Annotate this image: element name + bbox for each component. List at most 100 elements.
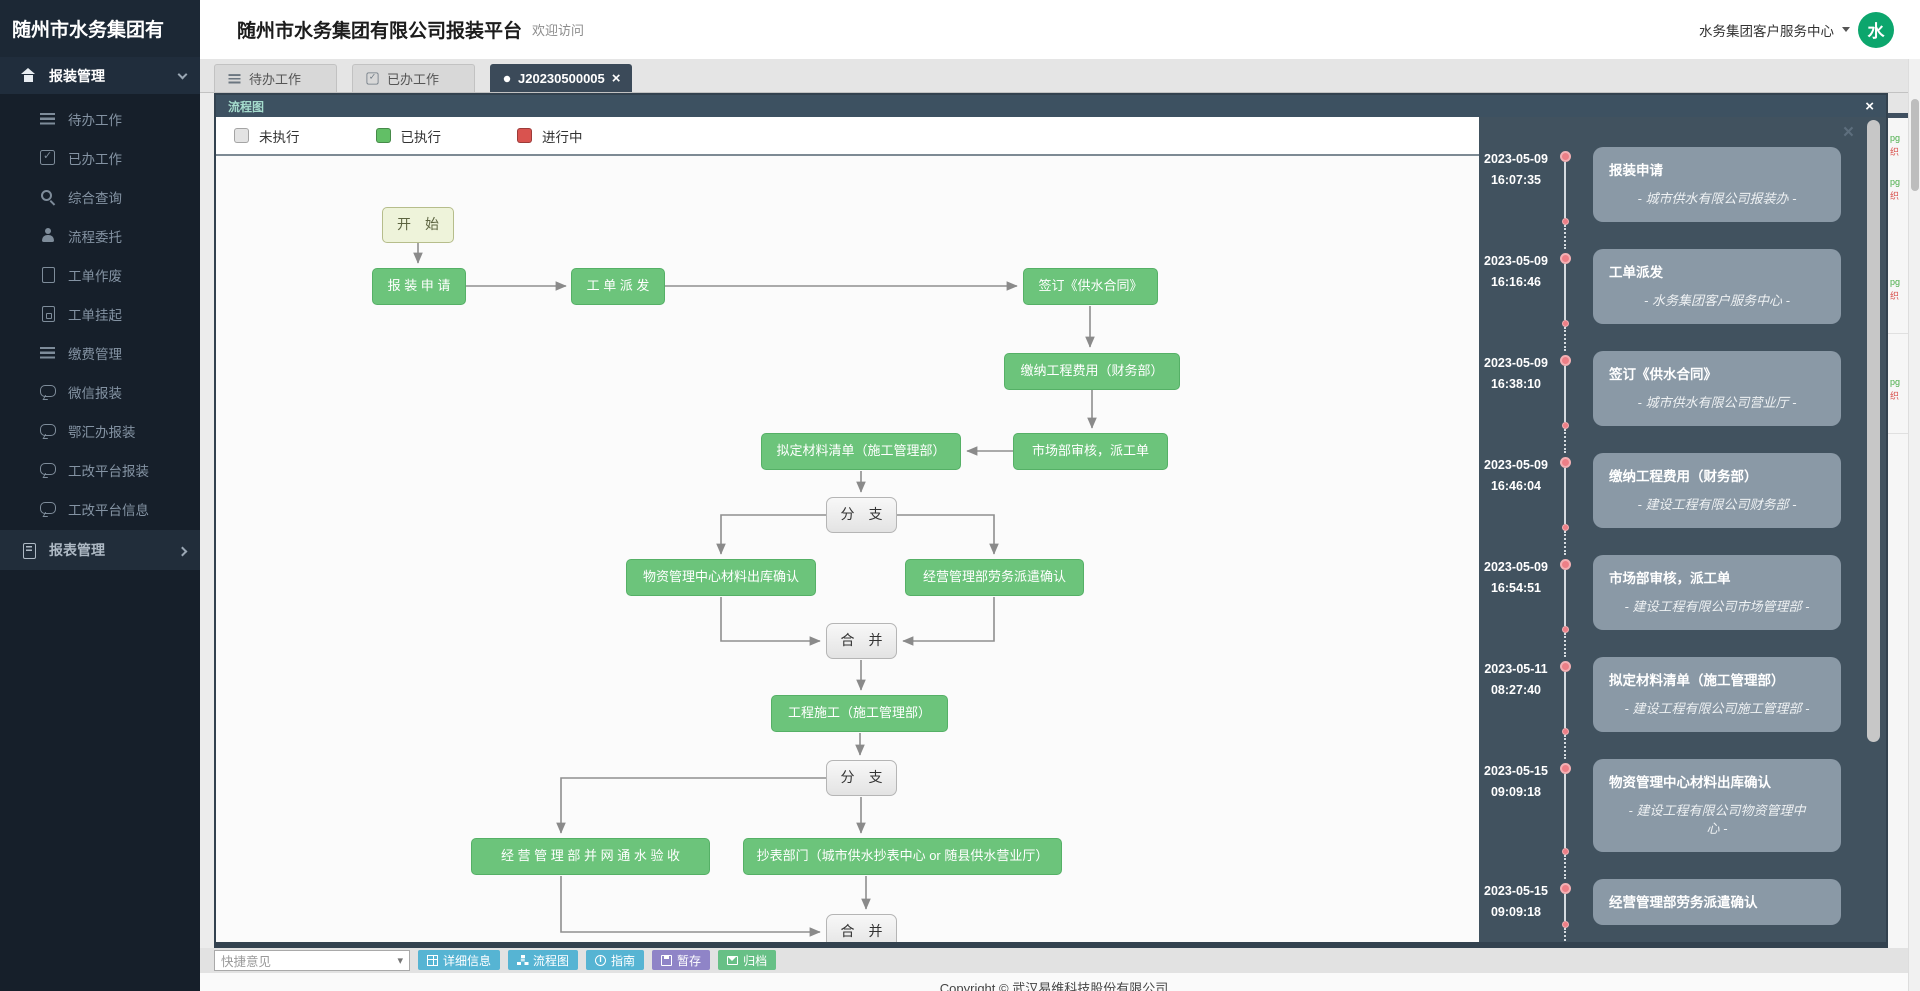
sidebar-item-label: 流程委托 [68,229,122,245]
timeline-time: 16:54:51 [1490,581,1542,595]
action-button[interactable]: 详细信息 [418,950,501,970]
timeline-card[interactable]: 市场部审核，派工单 - 建设工程有限公司市场管理部 - [1593,555,1841,630]
sidebar-item-label: 缴费管理 [68,346,122,362]
sidebar-item-icon [40,189,55,204]
sidebar-item[interactable]: 工单挂起 [0,294,200,333]
sidebar-item[interactable]: 流程委托 [0,216,200,255]
flow-node[interactable]: 抄表部门（城市供水抄表中心 or 随县供水营业厅） [743,838,1062,875]
sidebar-item-label: 鄂汇办报装 [68,424,136,440]
report-file-icon [21,542,36,559]
timeline-step-title: 工单派发 [1609,265,1663,280]
sidebar-group-report-management[interactable]: 报表管理 [0,530,200,570]
scrollbar-thumb[interactable] [1911,99,1919,191]
sidebar-item[interactable]: 微信报装 [0,372,200,411]
flow-node[interactable]: 市场部审核，派工单 [1013,433,1168,470]
flow-node[interactable]: 签订《供水合同》 [1023,268,1158,305]
sidebar: 随州市水务集团有 报装管理 待办工作 已办工作 综合查询 流程委托 [0,0,200,991]
page-scrollbar[interactable] [1908,59,1920,991]
timeline-timestamp: 2023-05-09 16:54:51 [1479,555,1553,657]
modal-titlebar: 流程图 × [216,95,1886,117]
copyright-text: Copyright © 武汉易维科技股份有限公司 [939,981,1169,991]
sidebar-group-install-management[interactable]: 报装管理 [0,57,200,94]
list-icon [228,73,241,85]
timeline-step-title: 缴纳工程费用（财务部） [1609,469,1758,484]
timeline-scrollbar[interactable] [1867,120,1880,742]
flow-node[interactable]: 合 并 [826,914,897,942]
timeline-card[interactable]: 工单派发 - 水务集团客户服务中心 - [1593,249,1841,324]
sidebar-item-label: 工改平台信息 [68,502,149,518]
flow-node[interactable]: 经 营 管 理 部 并 网 通 水 验 收 [471,838,710,875]
timeline-date: 2023-05-09 [1484,560,1548,574]
action-button[interactable]: 流程图 [508,950,579,970]
timeline-card[interactable]: 签订《供水合同》 - 城市供水有限公司营业厅 - [1593,351,1841,426]
tab-todo-work[interactable]: 待办工作 [214,64,337,92]
timeline-panel: × 2023-05-09 16:07:35 [1479,117,1886,942]
flow-node[interactable]: 开 始 [382,207,454,243]
flow-node[interactable]: 分 支 [826,497,897,533]
button-icon [595,954,607,966]
action-button[interactable]: 指南 [586,950,645,970]
timeline-card[interactable]: 拟定材料清单（施工管理部） - 建设工程有限公司施工管理部 - [1593,657,1841,732]
timeline-card[interactable]: 缴纳工程费用（财务部） - 建设工程有限公司财务部 - [1593,453,1841,528]
background-page-edge: pg 织 pg 织 pg 织 pg 织 [1888,93,1908,948]
legend-swatch [517,128,532,143]
sidebar-item[interactable]: 综合查询 [0,177,200,216]
legend-swatch [234,128,249,143]
sidebar-item-icon [40,423,56,438]
flow-node[interactable]: 工程施工（施工管理部） [771,695,948,732]
timeline-date: 2023-05-09 [1484,356,1548,370]
timeline-dot-icon [1559,457,1571,468]
action-bar: 快捷意见 ▾ 详细信息 流程图 指南 暂存 [200,948,1908,973]
quick-opinion-select[interactable]: 快捷意见 ▾ [214,950,410,971]
close-tab-icon[interactable]: × [611,70,621,87]
caret-down-icon[interactable] [1842,27,1850,32]
attachment-text-fragment: pg 织 [1890,133,1901,157]
timeline-rail [1553,657,1577,759]
flow-node[interactable]: 缴纳工程费用（财务部） [1004,353,1180,390]
timeline-step-title: 拟定材料清单（施工管理部） [1609,673,1785,688]
timeline-dot-icon [1559,763,1571,774]
user-menu[interactable]: 水务集团客户服务中心 [1699,23,1834,39]
timeline-subdot-icon [1561,728,1569,735]
flow-node[interactable]: 工 单 派 发 [571,268,665,305]
footer: Copyright © 武汉易维科技股份有限公司 [200,973,1908,991]
timeline-subdot-icon [1561,218,1569,225]
close-icon[interactable]: × [1865,97,1874,115]
timeline-card[interactable]: 物资管理中心材料出库确认 - 建设工程有限公司物资管理中心 - [1593,759,1841,852]
sidebar-item-label: 工单挂起 [68,307,122,323]
flow-node[interactable]: 合 并 [826,623,897,659]
flow-node[interactable]: 分 支 [826,760,897,796]
sidebar-item[interactable]: 工改平台报装 [0,450,200,489]
legend-item[interactable]: 未执行 [234,126,300,146]
sidebar-item[interactable]: 已办工作 [0,138,200,177]
timeline-card[interactable]: 报装申请 - 城市供水有限公司报装办 - [1593,147,1841,222]
avatar[interactable]: 水 [1858,11,1894,48]
sidebar-item-icon [40,345,55,360]
flow-node[interactable]: 经营管理部劳务派遣确认 [905,559,1084,596]
flow-node[interactable]: 拟定材料清单（施工管理部） [761,433,961,470]
sidebar-item[interactable]: 缴费管理 [0,333,200,372]
dot-icon [503,75,511,82]
legend-item[interactable]: 进行中 [517,126,583,146]
close-icon[interactable]: × [1842,122,1854,143]
timeline-date: 2023-05-15 [1484,764,1548,778]
button-label: 详细信息 [443,953,492,968]
sidebar-item[interactable]: 鄂汇办报装 [0,411,200,450]
timeline-subdot-icon [1561,320,1569,327]
timeline-time: 16:38:10 [1490,377,1542,391]
sidebar-item[interactable]: 工单作废 [0,255,200,294]
action-button[interactable]: 暂存 [652,950,711,970]
timeline-card[interactable]: 经营管理部劳务派遣确认 [1593,879,1841,925]
legend-item[interactable]: 已执行 [375,126,441,146]
sidebar-item[interactable]: 工改平台信息 [0,489,200,528]
timeline-date: 2023-05-09 [1484,254,1548,268]
flow-node[interactable]: 报 装 申 请 [372,268,466,305]
flow-edges [413,243,1097,937]
sidebar-group-label: 报装管理 [49,67,105,84]
tab-order[interactable]: J20230500005 × [490,64,632,92]
tab-done-work[interactable]: 已办工作 [352,64,475,92]
timeline-entry: 2023-05-15 09:09:18 经营管理部劳务派遣确认 [1479,879,1841,942]
sidebar-item[interactable]: 待办工作 [0,99,200,138]
action-button[interactable]: 归档 [718,950,777,970]
flow-node[interactable]: 物资管理中心材料出库确认 [626,559,816,596]
